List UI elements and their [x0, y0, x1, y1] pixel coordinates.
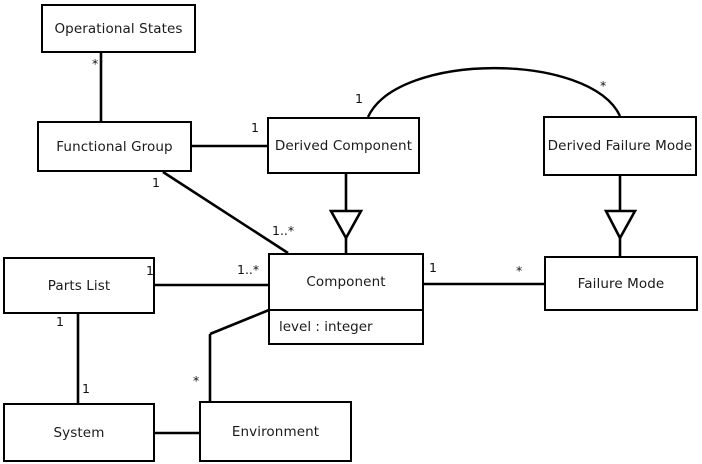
class-box-system[interactable]: System [3, 403, 155, 462]
edge-environment-component-diagonal [209, 308, 270, 336]
class-name-system: System [53, 424, 105, 441]
multiplicity-label-parts-list-component-far: 1..* [237, 262, 260, 277]
class-box-environment[interactable]: Environment [199, 401, 352, 462]
multiplicity-label-derived-component-curve-left: 1 [355, 91, 363, 106]
multiplicity-label-derived-failure-mode-curve-right: * [600, 78, 607, 93]
class-name-functional-group: Functional Group [56, 138, 173, 155]
multiplicity-label-parts-list-system-top: 1 [56, 314, 64, 329]
class-box-operational-states[interactable]: Operational States [41, 4, 196, 53]
class-box-parts-list[interactable]: Parts List [3, 257, 155, 314]
multiplicity-label-functional-group-derived-component: 1 [251, 120, 259, 135]
class-box-functional-group[interactable]: Functional Group [37, 121, 192, 172]
multiplicity-label-operational-states-functional-group: * [92, 56, 99, 71]
class-name-operational-states: Operational States [54, 20, 183, 37]
class-box-failure-mode[interactable]: Failure Mode [544, 256, 698, 311]
edge-derived-component-derived-failure-mode [366, 67, 622, 118]
multiplicity-label-parts-list-system-bottom: 1 [82, 381, 90, 396]
class-name-derived-component: Derived Component [274, 137, 413, 154]
multiplicity-label-functional-group-component-far: 1..* [272, 223, 295, 238]
generalization-arrowhead-derived-component [328, 209, 364, 241]
class-box-derived-component[interactable]: Derived Component [267, 117, 420, 174]
class-box-component[interactable]: Component level : integer [268, 253, 424, 345]
multiplicity-label-component-failure-mode-right: * [516, 263, 523, 278]
generalization-arrowhead-derived-failure-mode [603, 209, 638, 241]
class-name-component: Component [306, 274, 386, 290]
class-box-derived-failure-mode[interactable]: Derived Failure Mode [543, 116, 697, 176]
class-name-derived-failure-mode: Derived Failure Mode [547, 138, 693, 154]
multiplicity-label-parts-list-component-near: 1 [146, 263, 154, 278]
class-attribute-component-level: level : integer [270, 309, 422, 343]
multiplicity-label-environment-component: * [193, 373, 200, 388]
edge-functional-group-component [162, 170, 289, 255]
class-name-environment: Environment [231, 423, 320, 440]
multiplicity-label-component-failure-mode-left: 1 [429, 260, 437, 275]
multiplicity-label-functional-group-component-near: 1 [152, 175, 160, 190]
class-name-failure-mode: Failure Mode [577, 275, 665, 292]
class-name-parts-list: Parts List [47, 277, 111, 294]
